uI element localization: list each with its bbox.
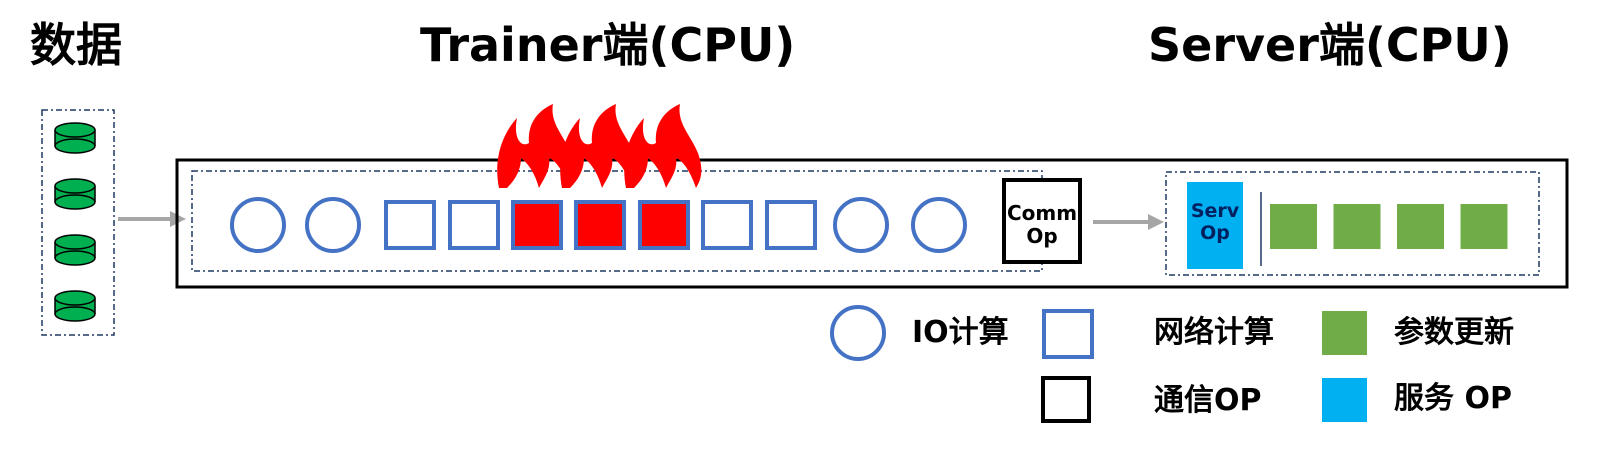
data-store-group-border (41, 109, 115, 336)
hot-network-compute-op (511, 200, 563, 250)
legend-network-compute-label: 网络计算 (1154, 315, 1274, 350)
legend-network-square-icon (1042, 309, 1094, 359)
comm-op-line1: Comm (1006, 201, 1078, 225)
database-cylinder-icon (54, 122, 96, 154)
legend-comm-op-square-icon (1041, 376, 1091, 423)
io-compute-op (230, 197, 286, 253)
io-compute-op (911, 197, 967, 253)
database-cylinder-icon (54, 234, 96, 266)
io-compute-op (833, 197, 889, 253)
serv-op-box (1187, 182, 1243, 269)
legend-io-compute-label: IO计算 (912, 315, 1009, 350)
legend-param-update-label: 参数更新 (1394, 315, 1514, 350)
network-compute-op (701, 200, 753, 250)
legend-comm-op-label: 通信OP (1154, 383, 1262, 418)
trainer-ops (230, 197, 967, 253)
network-compute-op (448, 200, 500, 250)
serv-op-line1: Serv (1190, 200, 1240, 222)
data-store-group (54, 122, 96, 322)
trainer-title: Trainer端(CPU) (420, 18, 796, 72)
param-update-ops (1270, 204, 1508, 249)
io-compute-op (305, 197, 361, 253)
data-title: 数据 (30, 18, 122, 72)
flame-icon (497, 104, 575, 188)
serv-op-label: Serv Op (1187, 200, 1243, 245)
param-update-op (1460, 204, 1508, 249)
flame-icon (624, 104, 702, 188)
param-update-op (1270, 204, 1317, 249)
comm-op-box (1002, 178, 1082, 264)
param-update-op (1333, 204, 1381, 249)
flame-icon (560, 104, 638, 188)
comm-op-line2: Op (1026, 224, 1058, 248)
network-compute-op (384, 200, 436, 250)
hot-spot-flames (497, 104, 702, 188)
database-cylinder-icon (54, 290, 96, 322)
trainer-to-server-arrow (1093, 214, 1164, 230)
hot-network-compute-op (638, 200, 690, 250)
hot-network-compute-op (574, 200, 626, 250)
comm-op-label: Comm Op (1004, 202, 1080, 248)
param-update-op (1397, 204, 1444, 249)
serv-op-line2: Op (1200, 221, 1230, 244)
legend-service-op-label: 服务 OP (1394, 381, 1512, 416)
legend-service-op-square-icon (1322, 378, 1367, 422)
network-compute-op (765, 200, 817, 250)
legend-param-update-square-icon (1322, 311, 1367, 355)
legend-io-circle-icon (830, 305, 886, 361)
server-title: Server端(CPU) (1148, 18, 1512, 72)
database-cylinder-icon (54, 178, 96, 210)
cluster-outer-box (175, 158, 1569, 289)
server-region (1165, 171, 1540, 276)
